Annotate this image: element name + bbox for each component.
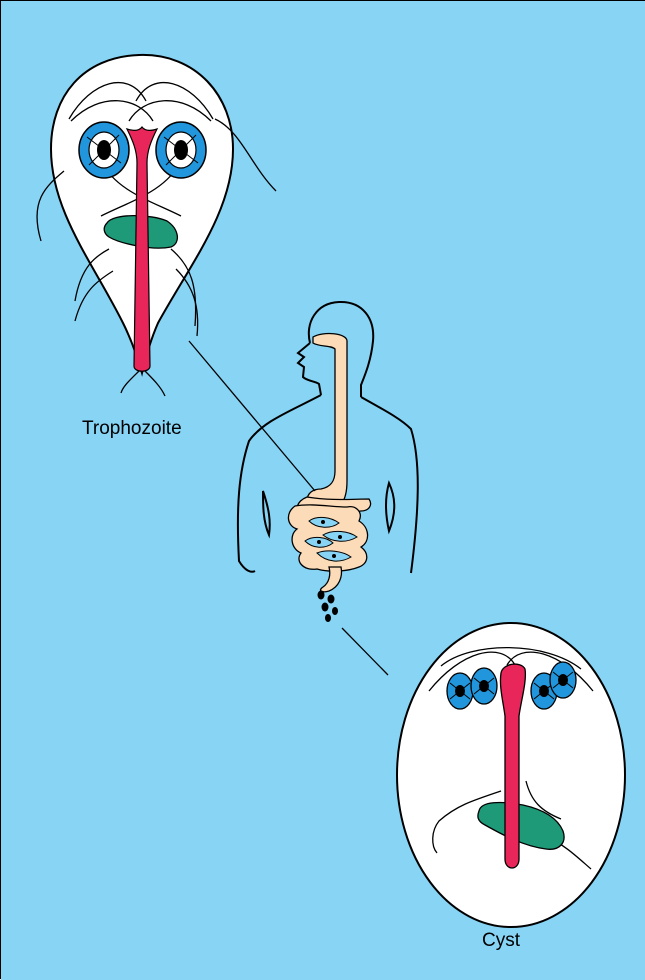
trophozoite-left-nucleus — [79, 122, 129, 178]
cyst-nucleus-2 — [471, 668, 497, 704]
cyst-label: Cyst — [482, 930, 520, 952]
trophozoite-label: Trophozoite — [82, 418, 182, 440]
cyst-nucleus-4 — [550, 662, 576, 698]
cyst-nucleus-1 — [447, 673, 473, 709]
cyst-organism — [397, 623, 625, 927]
trophozoite-right-nucleus — [156, 122, 206, 178]
